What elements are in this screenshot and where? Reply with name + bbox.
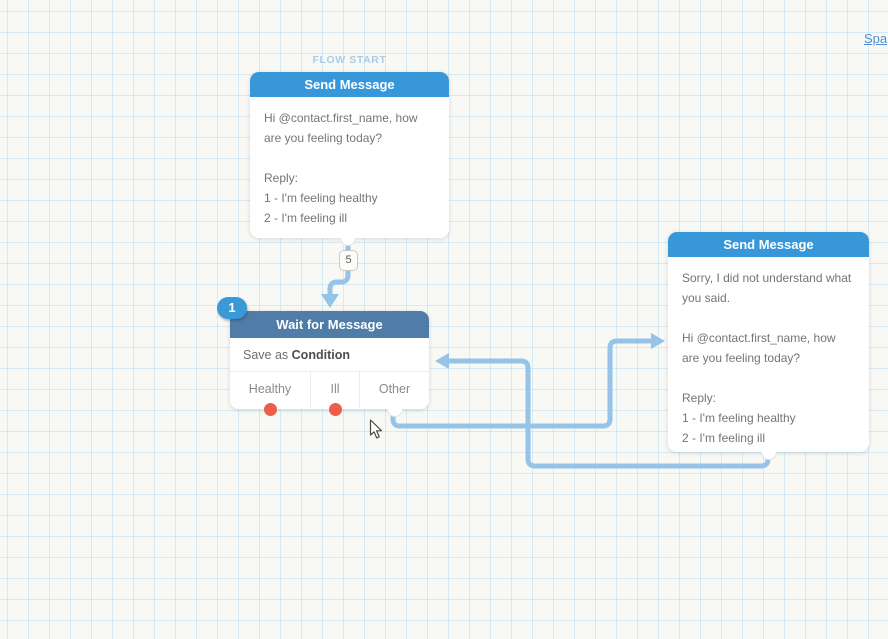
category-ill[interactable]: Ill: [310, 372, 359, 416]
node-send-message-1-title[interactable]: Send Message: [250, 72, 449, 97]
connector-send1-to-wait[interactable]: [327, 241, 351, 294]
category-row: Healthy Ill Other: [230, 372, 429, 417]
activity-dot-icon: [328, 403, 342, 416]
category-other[interactable]: Other: [359, 372, 429, 417]
node-wait-for-message-title[interactable]: Wait for Message: [230, 311, 429, 338]
exit-count-badge: 5: [339, 250, 358, 271]
category-healthy[interactable]: Healthy: [230, 372, 310, 416]
connector-send2-to-wait[interactable]: [449, 358, 771, 469]
save-as-row[interactable]: Save as Condition: [230, 338, 429, 372]
wait-activity-badge[interactable]: 1: [217, 297, 247, 319]
category-healthy-label: Healthy: [248, 382, 292, 396]
category-ill-label: Ill: [330, 382, 340, 396]
arrowhead-right-icon: [651, 333, 665, 349]
mouse-cursor-icon: [369, 419, 383, 439]
arrowhead-down-icon: [321, 294, 339, 308]
category-other-label: Other: [378, 382, 411, 396]
activity-dot-icon: [263, 403, 277, 416]
node-wait-for-message[interactable]: Wait for Message Save as Condition Healt…: [230, 311, 429, 417]
node-send-message-1[interactable]: Send Message Hi @contact.first_name, how…: [250, 72, 449, 246]
save-as-value: Condition: [291, 348, 350, 362]
node-send-message-2[interactable]: Send Message Sorry, I did not understand…: [668, 232, 869, 460]
node-send-message-2-title[interactable]: Send Message: [668, 232, 869, 257]
flow-start-label: FLOW START: [312, 54, 387, 66]
node-send-message-1-body[interactable]: Hi @contact.first_name, how are you feel…: [264, 111, 418, 225]
save-as-label: Save as: [243, 348, 289, 362]
language-link[interactable]: Spa: [864, 31, 888, 46]
node-send-message-2-body[interactable]: Sorry, I did not understand what you sai…: [682, 271, 852, 445]
arrowhead-left-icon: [435, 353, 449, 369]
connector-other-to-send2[interactable]: [390, 338, 651, 429]
